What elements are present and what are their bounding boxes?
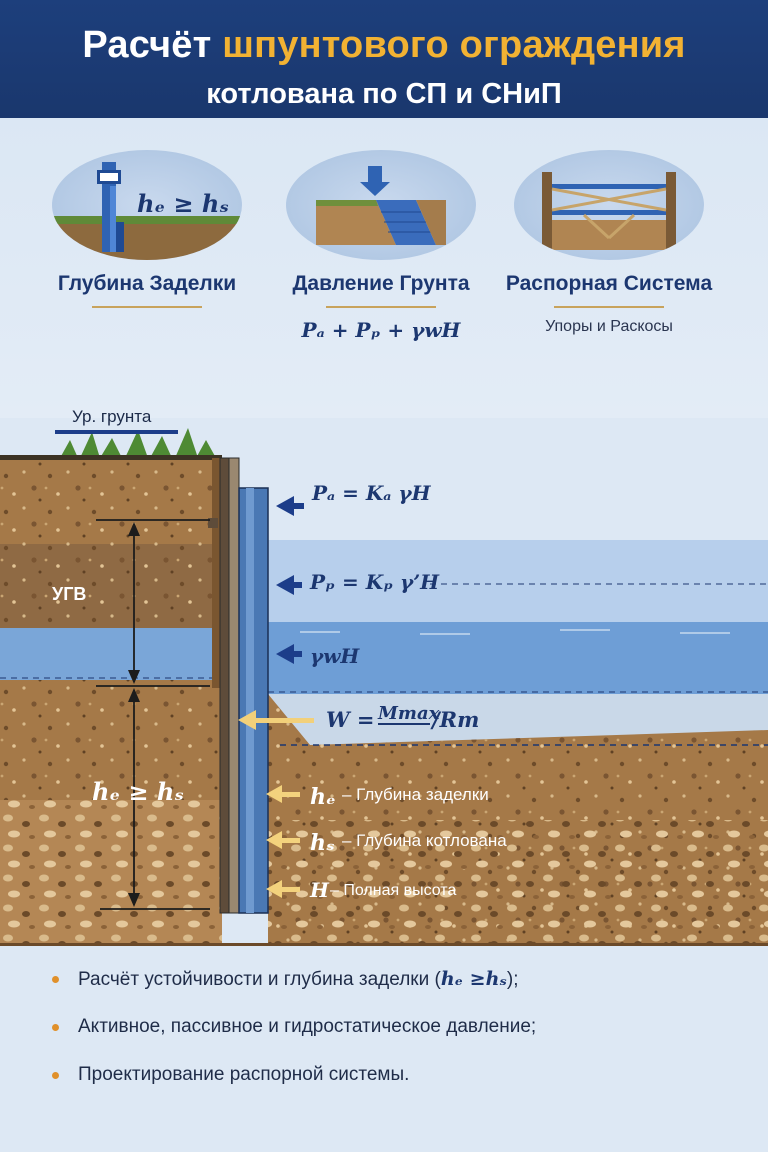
legend-text-hs: – Глубина котлована <box>342 831 507 850</box>
strut-system-icon <box>514 150 704 260</box>
card-divider <box>326 306 436 308</box>
passive-pressure-formula: Pₚ = Kₚ γ’H <box>309 570 440 594</box>
legend-symbol-H: H <box>309 878 330 902</box>
card1-formula: hₑ ≥ hₛ <box>137 189 229 218</box>
section-modulus-numerator: Mmax <box>377 703 440 724</box>
list-item: Расчёт устойчивости и глубина заделки (h… <box>48 968 748 1016</box>
list-item-tail: ); <box>506 969 519 990</box>
excavation-water-upper <box>268 540 768 625</box>
bullet-dot <box>52 1072 59 1079</box>
ground-level-label: Ур. грунта <box>72 407 152 426</box>
sheet-pile-outer <box>219 457 230 914</box>
hydrostatic-pressure-formula: γwH <box>310 644 360 668</box>
card-title-struts: Распорная Система <box>505 272 713 295</box>
groundwater-label: УГВ <box>52 584 86 604</box>
title-highlight: шпунтового ограждения <box>222 24 686 66</box>
bullet-dot <box>52 1024 59 1031</box>
page-subtitle: котлована по СП и СНиП <box>206 78 562 110</box>
active-pressure-formula: Pₐ = Kₐ γH <box>311 481 432 505</box>
legend-symbol-he: hₑ <box>310 784 336 810</box>
header-banner: Расчёт шпунтового ограждения котлована п… <box>0 0 768 118</box>
groundwater-band-left <box>0 628 222 680</box>
list-item: Проектирование распорной системы. <box>48 1064 748 1112</box>
card-divider <box>92 306 202 308</box>
dimension-lines <box>96 519 210 910</box>
bullet-dot <box>52 976 59 983</box>
card-divider <box>554 306 664 308</box>
grass <box>60 428 216 458</box>
soil-pressure-icon <box>286 150 476 260</box>
section-modulus-lhs: W = <box>326 707 375 732</box>
legend-text-H: – Полная высота <box>330 882 456 899</box>
embedment-depth-icon: hₑ ≥ hₛ <box>52 150 242 260</box>
embed-depth-label: hₑ ≥ hₛ <box>92 777 184 806</box>
legend-text-he: – Глубина заделки <box>342 785 489 804</box>
list-item-text: Активное, пассивное и гидростатическое д… <box>78 1016 537 1037</box>
list-item-text: Проектирование распорной системы. <box>78 1064 410 1085</box>
list-item-text: Расчёт устойчивости и глубина заделки ( <box>78 969 441 990</box>
legend-symbol-hs: hₛ <box>310 830 335 856</box>
card-subtitle-struts: Упоры и Раскосы <box>545 318 673 335</box>
title-part1: Расчёт <box>82 24 223 66</box>
page-title: Расчёт шпунтового ограждения <box>0 24 768 67</box>
legend-arrows <box>266 785 300 898</box>
list-item: Активное, пассивное и гидростатическое д… <box>48 1016 748 1064</box>
list-item-formula: hₑ ≥hₛ <box>440 968 507 990</box>
ground-level-marker <box>55 430 178 434</box>
summary-list: Расчёт устойчивости и глубина заделки (h… <box>48 968 748 1112</box>
card-title-pressure: Давление Грунта <box>292 272 470 295</box>
pressure-arrows <box>276 496 304 664</box>
card-subtitle-pressure: Pₐ + Pₚ + γwH <box>301 318 461 342</box>
card-title-embedment: Глубина Заделки <box>57 272 237 295</box>
excavation-water-band <box>268 622 768 694</box>
section-modulus-denominator: /Rm <box>430 707 479 732</box>
